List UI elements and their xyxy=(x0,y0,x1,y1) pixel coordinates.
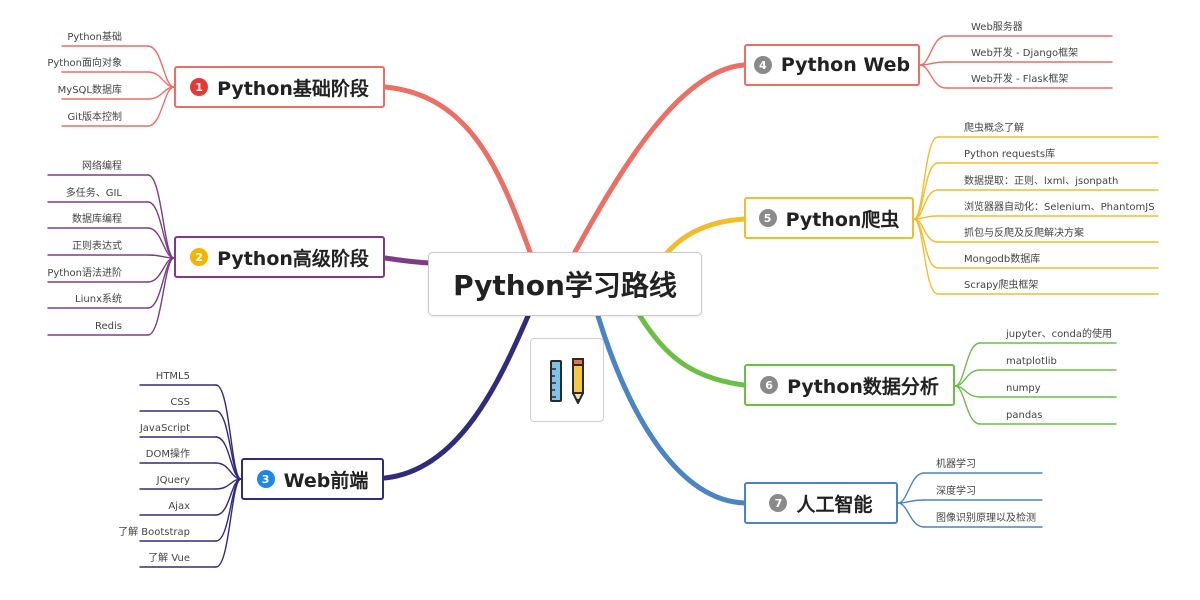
connector-line xyxy=(382,255,433,266)
branch-artificial-intelligence[interactable]: 7 人工智能 xyxy=(744,482,898,524)
leaf-item[interactable]: Web开发 - Django框架 xyxy=(971,48,1079,59)
connector-line xyxy=(147,201,175,259)
branch-label: 人工智能 xyxy=(796,493,873,516)
leaf-item[interactable]: 浏览器器自动化：Selenium、PhantomJS xyxy=(964,202,1155,213)
connector-line xyxy=(147,174,175,259)
leaf-item[interactable]: Liunx系统 xyxy=(75,294,122,305)
branch-web-frontend[interactable]: 3 Web前端 xyxy=(241,458,384,500)
connector-line xyxy=(147,257,175,336)
connector-line xyxy=(913,189,939,220)
connector-line xyxy=(147,45,175,88)
leaf-item[interactable]: Python语法进阶 xyxy=(47,268,122,279)
connector-line xyxy=(954,342,981,387)
leaf-item[interactable]: JavaScript xyxy=(139,423,190,434)
connector-line xyxy=(382,313,531,481)
branch-python-web[interactable]: 4 Python Web xyxy=(744,44,920,86)
branch-python-crawler[interactable]: 5 Python爬虫 xyxy=(744,197,914,239)
leaf-item[interactable]: pandas xyxy=(1006,410,1043,421)
icon-card xyxy=(530,338,604,422)
leaf-item[interactable]: 了解 Vue xyxy=(148,553,190,564)
connector-line xyxy=(595,313,747,506)
number-6-icon: 6 xyxy=(760,376,779,394)
leaf-item[interactable]: 抓包与反爬及反爬解决方案 xyxy=(964,228,1084,239)
connector-line xyxy=(897,502,925,528)
connector-line xyxy=(913,136,939,220)
number-7-icon: 7 xyxy=(769,494,788,512)
connector-line xyxy=(382,84,533,255)
number-5-icon: 5 xyxy=(758,209,777,227)
leaf-item[interactable]: Python requests库 xyxy=(964,149,1056,160)
ruler-icon xyxy=(550,360,562,402)
connector-line xyxy=(147,86,175,127)
connector-line xyxy=(572,62,747,255)
connector-line xyxy=(913,218,939,269)
connector-line xyxy=(954,369,981,387)
branch-label: Python Web xyxy=(780,54,911,76)
connector-line xyxy=(147,257,175,309)
leaf-item[interactable]: 深度学习 xyxy=(936,486,976,497)
connector-line xyxy=(215,478,242,568)
branch-label: Web前端 xyxy=(283,469,369,492)
leaf-item[interactable]: numpy xyxy=(1006,383,1041,394)
connector-line xyxy=(954,385,981,425)
leaf-item[interactable]: Ajax xyxy=(168,501,190,512)
connector-line xyxy=(147,71,175,88)
number-4-icon: 4 xyxy=(753,56,772,74)
branch-label: Python爬虫 xyxy=(785,208,900,231)
leaf-item[interactable]: jupyter、conda的使用 xyxy=(1006,329,1112,340)
connector-line xyxy=(913,162,939,220)
leaf-item[interactable]: 图像识别原理以及检测 xyxy=(936,513,1036,524)
connector-line xyxy=(913,218,939,295)
leaf-item[interactable]: 机器学习 xyxy=(936,459,976,470)
leaf-item[interactable]: Redis xyxy=(95,321,122,332)
branch-label: Python数据分析 xyxy=(787,375,939,398)
leaf-item[interactable]: 数据库编程 xyxy=(72,214,122,225)
leaf-item[interactable]: matplotlib xyxy=(1006,356,1057,367)
leaf-item[interactable]: 网络编程 xyxy=(82,161,122,172)
leaf-item[interactable]: DOM操作 xyxy=(145,449,190,460)
branch-label: Python高级阶段 xyxy=(217,247,369,270)
pencil-icon xyxy=(572,358,584,404)
leaf-item[interactable]: 了解 Bootstrap xyxy=(118,527,190,538)
central-topic[interactable]: Python学习路线 xyxy=(428,252,702,316)
connector-line xyxy=(147,227,175,259)
leaf-item[interactable]: 爬虫概念了解 xyxy=(964,123,1024,134)
connector-line xyxy=(897,472,925,504)
connector-line xyxy=(919,64,947,89)
branch-python-basics[interactable]: 1 Python基础阶段 xyxy=(174,66,385,108)
connector-line xyxy=(919,35,947,66)
leaf-item[interactable]: Web服务器 xyxy=(971,22,1023,33)
branch-python-data-analysis[interactable]: 6 Python数据分析 xyxy=(744,364,955,406)
leaf-item[interactable]: JQuery xyxy=(156,475,190,486)
leaf-item[interactable]: Mongodb数据库 xyxy=(964,254,1041,265)
leaf-item[interactable]: 数据提取：正则、lxml、jsonpath xyxy=(964,176,1119,187)
number-3-icon: 3 xyxy=(256,470,275,488)
leaf-item[interactable]: HTML5 xyxy=(155,371,190,382)
leaf-item[interactable]: Python基础 xyxy=(67,32,122,43)
leaf-item[interactable]: MySQL数据库 xyxy=(57,85,122,96)
leaf-item[interactable]: Web开发 - Flask框架 xyxy=(971,74,1069,85)
connector-line xyxy=(637,313,747,388)
leaf-item[interactable]: Git版本控制 xyxy=(67,112,122,123)
branch-python-advanced[interactable]: 2 Python高级阶段 xyxy=(174,236,385,278)
connector-line xyxy=(215,384,242,480)
leaf-item[interactable]: 正则表达式 xyxy=(72,241,122,252)
leaf-item[interactable]: 多任务、GIL xyxy=(65,188,122,199)
central-topic-label: Python学习路线 xyxy=(453,269,677,302)
leaf-item[interactable]: CSS xyxy=(170,397,190,408)
leaf-item[interactable]: Python面向对象 xyxy=(47,58,122,69)
number-2-icon: 2 xyxy=(190,248,209,266)
branch-label: Python基础阶段 xyxy=(217,77,369,100)
leaf-item[interactable]: Scrapy爬虫框架 xyxy=(964,280,1039,291)
number-1-icon: 1 xyxy=(190,78,209,96)
